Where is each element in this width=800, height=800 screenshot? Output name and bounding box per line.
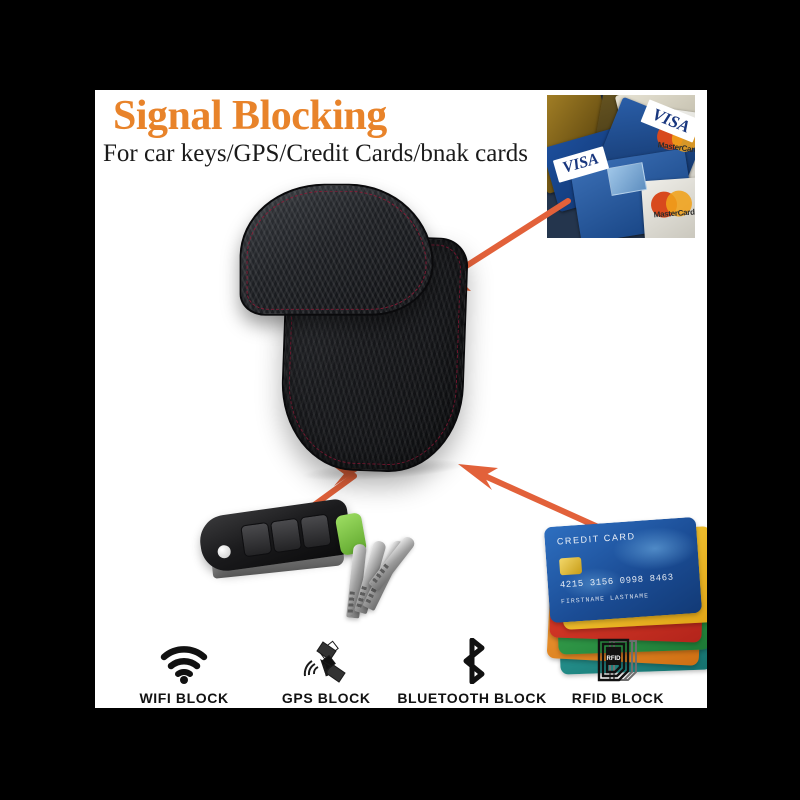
pouch-flap (239, 183, 434, 316)
wifi-icon (160, 636, 208, 684)
signal-blocking-pouch (219, 165, 541, 515)
satellite-icon (301, 636, 351, 684)
page-subtitle: For car keys/GPS/Credit Cards/bnak cards (103, 140, 528, 167)
feature-wifi-block: WIFI BLOCK (113, 636, 255, 706)
feature-rfid-block: RFID RFID BLOCK (547, 636, 689, 706)
credit-cards-photo-inset: MasterCard MasterCard VISA VISA (547, 95, 695, 238)
stack-card-number: 4215 3156 0998 8463 (559, 572, 675, 591)
bluetooth-icon (455, 636, 489, 684)
feature-gps-block: GPS BLOCK (255, 636, 397, 706)
fob-indicator-light (216, 544, 232, 560)
fob-unlock-button (299, 513, 332, 550)
emv-chip-icon (559, 556, 583, 576)
feature-label: RFID BLOCK (571, 690, 665, 706)
rfid-icon-text: RFID (606, 656, 621, 662)
feature-bluetooth-block: BLUETOOTH BLOCK (397, 636, 547, 706)
fob-lock-button (240, 521, 273, 558)
feature-badge-row: WIFI BLOCK (95, 610, 707, 706)
rfid-icon: RFID (594, 636, 642, 684)
mastercard-logo-icon-2: MasterCard (650, 189, 695, 219)
stack-card-title: CREDIT CARD (556, 531, 636, 547)
fob-trunk-button (269, 517, 303, 554)
product-banner-canvas: Signal Blocking For car keys/GPS/Credit … (95, 90, 707, 708)
stack-card-blue: CREDIT CARD 4215 3156 0998 8463 FIRSTNAM… (543, 516, 703, 624)
stack-card-holder-name: FIRSTNAME LASTNAME (560, 592, 650, 606)
page-title: Signal Blocking (113, 93, 387, 139)
feature-label: GPS BLOCK (281, 690, 371, 706)
feature-label: BLUETOOTH BLOCK (397, 690, 547, 706)
feature-label: WIFI BLOCK (139, 690, 229, 706)
